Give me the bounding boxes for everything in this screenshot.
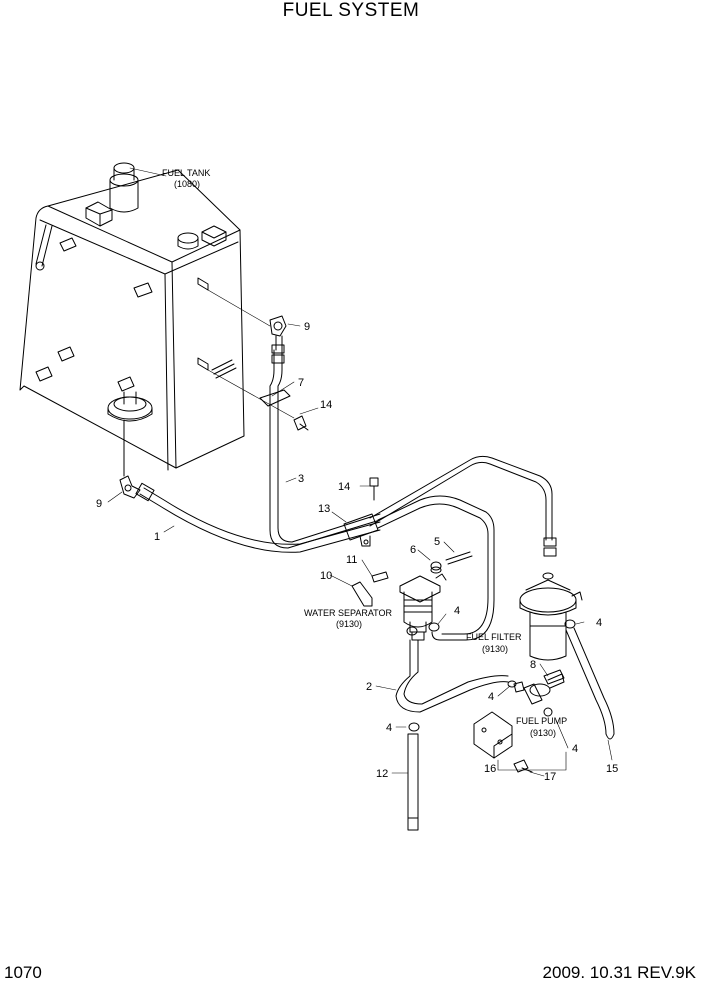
- callout-5: 5: [434, 536, 440, 548]
- elbow-fitting-lower: [119, 419, 141, 499]
- callout-8: 8: [530, 659, 536, 671]
- bolt-upper: [369, 477, 379, 501]
- callout-1: 1: [154, 531, 160, 543]
- washer: [430, 561, 442, 571]
- callout-4: 4: [596, 617, 602, 629]
- clamp: [259, 389, 291, 407]
- suction-hose: [135, 482, 381, 553]
- callout-7: 7: [298, 377, 304, 389]
- hose-separator-to-pump: [395, 639, 509, 713]
- hose-clamp: [507, 680, 517, 688]
- callout-17: 17: [544, 771, 556, 783]
- page-title: FUEL SYSTEM: [282, 0, 420, 21]
- hose-clamp: [408, 722, 420, 732]
- callout-15: 15: [606, 763, 618, 775]
- callout-6: 6: [410, 544, 416, 556]
- fuel-pump: [513, 673, 565, 717]
- bolt: [371, 571, 389, 583]
- fuel-tank-label: FUEL TANK: [162, 168, 210, 178]
- elbow-fitting-upper: [269, 315, 287, 351]
- callout-4: 4: [488, 691, 494, 703]
- callout-2: 2: [366, 681, 372, 693]
- fuel-filter-ref: (9130): [482, 644, 508, 654]
- hose-clamp: [564, 619, 576, 629]
- fuel-tank-ref: (1080): [174, 179, 200, 189]
- callout-3: 3: [298, 473, 304, 485]
- fuel-pump-label: FUEL PUMP: [516, 716, 567, 726]
- water-separator-ref: (9130): [336, 619, 362, 629]
- callout-4: 4: [386, 722, 392, 734]
- callout-16: 16: [484, 763, 496, 775]
- return-hose: [269, 344, 381, 549]
- callout-12: 12: [376, 768, 388, 780]
- fuel-tank-outline: [19, 169, 245, 469]
- callout-10: 10: [320, 570, 332, 582]
- callout-numbers: 1 2 3 4 4 4 4 4 4 5 6 7 8 9 9 10 11 12 1…: [96, 321, 618, 783]
- hose-clamp-bracket: [343, 513, 379, 547]
- leader-lines: [107, 167, 613, 777]
- revision-label: 2009. 10.31 REV.9K: [542, 963, 696, 982]
- hose-clamp: [428, 622, 440, 632]
- hose-pump-to-filter: [565, 627, 615, 740]
- bolt: [445, 551, 473, 565]
- fuel-filter-label: FUEL FILTER: [466, 632, 522, 642]
- callout-11: 11: [346, 554, 357, 566]
- inlet-hose: [407, 733, 419, 831]
- fuel-lines-to-filter: [369, 455, 557, 641]
- fuel-filter: [519, 572, 583, 661]
- mounting-plate: [473, 711, 513, 759]
- fitting: [543, 669, 565, 685]
- page-number: 1070: [4, 963, 42, 982]
- callout-4: 4: [572, 743, 578, 755]
- callout-9: 9: [96, 498, 102, 510]
- component-captions: FUEL TANK (1080) WATER SEPARATOR (9130) …: [162, 168, 567, 738]
- bracket: [351, 581, 373, 607]
- bolt-side: [293, 415, 309, 431]
- fuel-tank: [19, 162, 245, 471]
- water-separator: [399, 566, 447, 641]
- callout-14: 14: [338, 481, 350, 493]
- callout-14: 14: [320, 399, 332, 411]
- callout-9: 9: [304, 321, 310, 333]
- callout-4: 4: [454, 605, 460, 617]
- callout-13: 13: [318, 503, 330, 515]
- fuel-pump-ref: (9130): [530, 728, 556, 738]
- hose-clamp: [406, 626, 418, 636]
- water-separator-label: WATER SEPARATOR: [304, 608, 393, 618]
